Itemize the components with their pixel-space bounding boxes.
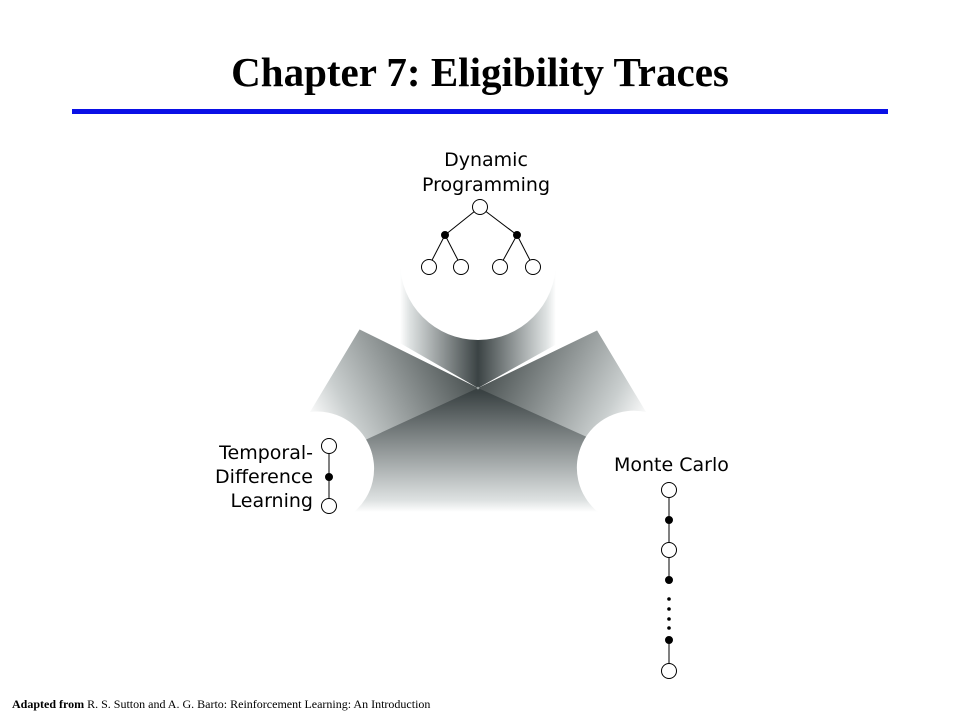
td-backup-chain [321,438,337,514]
mc-backup-chain [661,482,677,679]
method-space-shading [310,262,646,512]
td-label-line2: Difference [215,466,313,488]
mc-label: Monte Carlo [614,454,729,476]
td-label-line1: Temporal- [218,442,313,464]
attribution-footer: Adapted from R. S. Sutton and A. G. Bart… [12,697,430,712]
td-label-line3: Learning [231,490,314,512]
slide-title: Chapter 7: Eligibility Traces [231,49,729,95]
dp-label-line2: Programming [422,174,550,196]
attribution-source: R. S. Sutton and A. G. Barto: Reinforcem… [84,697,431,711]
dp-backup-tree [421,199,541,275]
dp-label-line1: Dynamic [444,149,528,171]
attribution-lead: Adapted from [12,697,85,711]
title-underline [72,109,888,114]
